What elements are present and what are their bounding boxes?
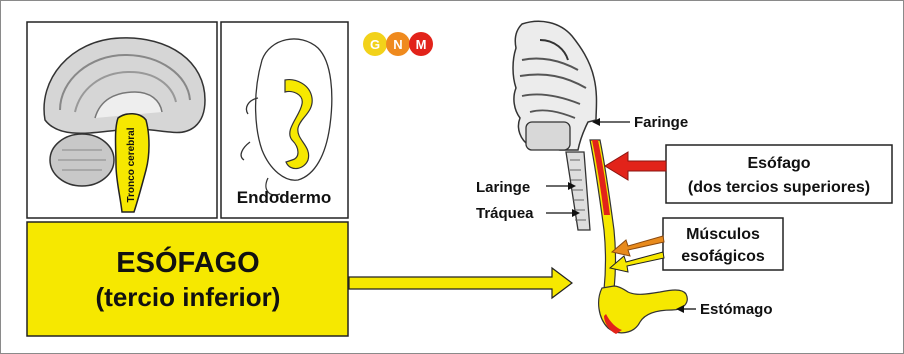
logo-letter-g: G — [370, 37, 380, 52]
brain-panel: Tronco cerebral — [27, 22, 217, 218]
logo-letter-m: M — [416, 37, 427, 52]
muscles-orange-arrow — [612, 236, 664, 256]
muscles-yellow-arrow — [610, 252, 664, 272]
lower-esophagus-box: ESÓFAGO (tercio inferior) — [27, 222, 348, 336]
faringe-label-group: Faringe — [592, 114, 688, 131]
muscles-line1: Músculos — [686, 226, 760, 243]
embryo-panel: Endodermo — [221, 22, 348, 218]
faringe-label: Faringe — [634, 114, 688, 131]
logo-letter-n: N — [393, 37, 402, 52]
traquea-label-group: Tráquea — [476, 205, 580, 222]
laringe-label: Laringe — [476, 179, 530, 196]
laringe-label-group: Laringe — [476, 179, 576, 196]
upper-esophagus-red-arrow — [605, 152, 666, 180]
head-neck-anatomy-icon — [513, 21, 597, 230]
traquea-label: Tráquea — [476, 205, 534, 222]
muscles-callout: Músculos esofágicos — [663, 218, 783, 270]
upper-esophagus-callout: Esófago (dos tercios superiores) — [666, 145, 892, 203]
brainstem-label: Tronco cerebral — [126, 127, 137, 202]
estomago-label: Estómago — [700, 301, 773, 318]
upper-esophagus-line2: (dos tercios superiores) — [688, 179, 870, 196]
muscles-line2: esofágicos — [681, 248, 765, 265]
lower-third-arrow — [349, 268, 572, 298]
upper-esophagus-line1: Esófago — [747, 155, 810, 172]
esophagus-subtitle: (tercio inferior) — [96, 282, 281, 312]
esophagus-title: ESÓFAGO — [116, 245, 259, 279]
gnm-logo: G N M — [363, 32, 433, 56]
endoderm-label: Endodermo — [237, 188, 331, 207]
estomago-label-group: Estómago — [676, 301, 773, 318]
